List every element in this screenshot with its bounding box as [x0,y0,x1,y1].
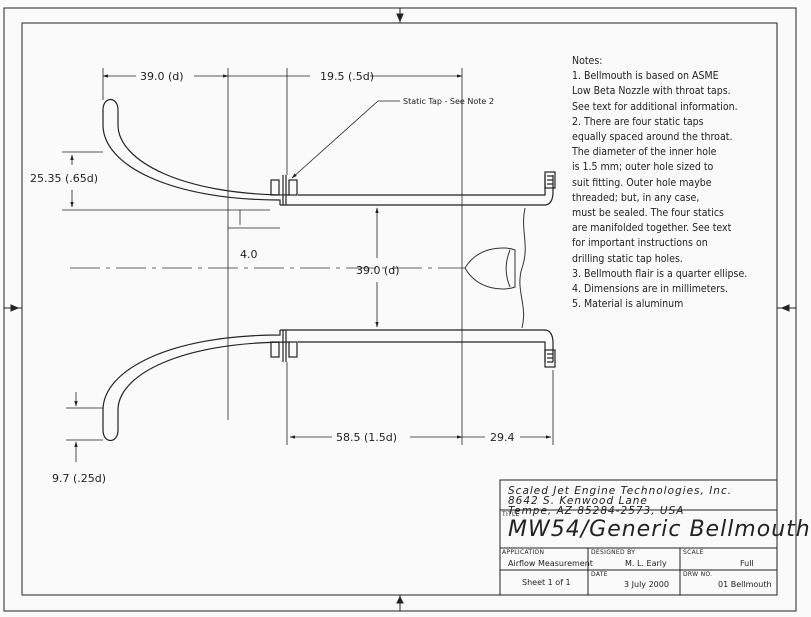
note-line: 5. Material is aluminum [572,298,684,311]
scale-value: Full [740,559,754,568]
title-label: TITLE [502,511,520,518]
dim-58-5: 58.5 (1.5d) [336,431,397,444]
notes-panel: Notes: 1. Bellmouth is based on ASME Low… [572,54,787,312]
drw-no-value: 01 Bellmouth [718,580,772,589]
note-line: The diameter of the inner hole [572,146,717,159]
notes-heading: Notes: [572,55,603,67]
dim-19-5: 19.5 (.5d) [320,70,374,83]
dim-9-7: 9.7 (.25d) [52,472,106,485]
note-line: for important instructions on [572,237,708,250]
dim-25-35: 25.35 (.65d) [30,172,98,185]
dim-4-0: 4.0 [240,248,258,261]
note-line: Low Beta Nozzle with throat taps. [572,85,731,98]
application-value: Airflow Measurement [508,559,593,568]
note-line: 4. Dimensions are in millimeters. [572,283,729,296]
company-name: Scaled Jet Engine Technologies, Inc. [508,485,733,497]
note-line: suit fitting. Outer hole maybe [572,176,712,189]
date-label: DATE [591,571,608,578]
lower-bellmouth [102,329,556,442]
break-section [464,207,526,329]
static-tap-callout: Static Tap - See Note 2 [403,97,494,106]
dim-29-4: 29.4 [490,431,515,444]
note-line: 3. Bellmouth flair is a quarter ellipse. [572,267,748,280]
dim-39-mid: 39.0 (d) [356,264,400,277]
center-marks [4,8,796,611]
note-line: are manifolded together. See text [572,222,732,235]
designed-by-label: DESIGNED BY [591,549,636,556]
dimension-lines [62,68,554,462]
note-line: is 1.5 mm; outer hole sized to [572,161,714,174]
dim-39-top: 39.0 (d) [140,70,184,83]
note-line: equally spaced around the throat. [572,131,733,144]
title-block-frame [499,479,778,596]
note-line: 1. Bellmouth is based on ASME [572,70,719,83]
company-street: 8642 S. Kenwood Lane [508,495,648,507]
note-line: See text for additional information. [572,100,738,113]
company-city: Tempe, AZ 85284-2573, USA [508,505,685,517]
scale-label: SCALE [683,549,704,556]
company-info: Scaled Jet Engine Technologies, Inc. 864… [508,485,733,517]
upper-bellmouth [102,98,556,206]
application-label: APPLICATION [502,549,545,556]
drw-no-label: DRW NO. [683,571,713,578]
note-line: 2. There are four static taps [572,115,704,128]
drawing-title: MW54/Generic Bellmouth [508,517,811,542]
sheet-value: Sheet 1 of 1 [522,578,571,587]
note-line: threaded; but, in any case, [572,191,700,204]
date-value: 3 July 2000 [624,580,669,589]
note-line: must be sealed. The four statics [572,207,724,220]
note-line: drilling static tap holes. [572,252,683,265]
designed-by-value: M. L. Early [625,559,667,568]
